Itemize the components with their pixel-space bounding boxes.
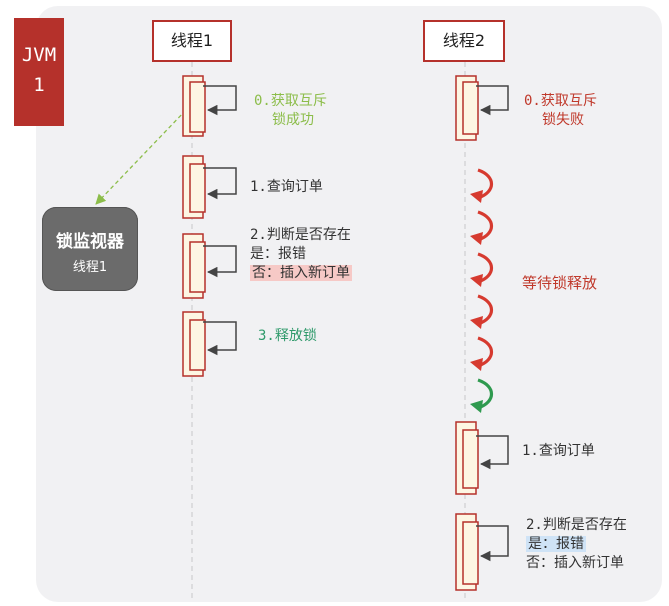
thread2-step2-line3: 否：插入新订单	[526, 555, 624, 571]
thread1-step0-label: 0.获取互斥 锁成功	[254, 92, 327, 130]
thread1-step3-label: 3.释放锁	[258, 328, 317, 344]
jvm-label-line2: 1	[33, 74, 45, 96]
thread2-step0-line1: 0.获取互斥	[524, 93, 597, 109]
thread2-step0-line2: 锁失败	[542, 112, 584, 128]
thread1-step1-label: 1.查询订单	[250, 179, 323, 195]
wait-retry-arrow-1	[470, 168, 494, 203]
wait-retry-arrow-3	[470, 252, 494, 287]
thread1-step2-label: 2.判断是否存在 是：报错 否：插入新订单	[250, 226, 352, 283]
thread1-header: 线程1	[152, 20, 232, 62]
wait-retry-arrow-5	[470, 336, 494, 371]
wait-lock-release-label: 等待锁释放	[522, 274, 598, 292]
thread1-activation-3	[182, 311, 237, 377]
thread2-activation-1	[455, 421, 509, 495]
thread1-step0-line2: 锁成功	[272, 112, 314, 128]
wait-retry-arrow-2	[470, 210, 494, 245]
wait-retry-arrow-4	[470, 294, 494, 329]
thread1-activation-2	[182, 233, 237, 299]
lock-monitor-owner: 线程1	[72, 260, 108, 275]
thread1-step2-line3-highlighted: 否：插入新订单	[250, 265, 352, 281]
thread1-step2-line2: 是：报错	[250, 246, 306, 262]
lock-monitor-box: 锁监视器 线程1	[42, 207, 138, 291]
monitor-dashed-arrow	[95, 109, 187, 205]
thread2-step2-label: 2.判断是否存在 是：报错 否：插入新订单	[526, 516, 627, 573]
thread2-activation-0	[455, 75, 509, 141]
thread2-step1-label: 1.查询订单	[522, 443, 595, 459]
thread1-activation-1	[182, 155, 237, 219]
jvm-label-box: JVM 1	[14, 18, 64, 126]
wait-success-arrow	[470, 378, 494, 413]
lock-monitor-title: 锁监视器	[56, 232, 124, 252]
jvm-panel	[36, 6, 662, 602]
thread2-step2-line2-highlighted: 是：报错	[526, 536, 586, 552]
thread1-step0-line1: 0.获取互斥	[254, 93, 327, 109]
thread2-step0-label: 0.获取互斥 锁失败	[524, 92, 597, 130]
thread1-step2-line1: 2.判断是否存在	[250, 227, 351, 243]
jvm-label-line1: JVM	[21, 44, 57, 66]
thread1-activation-0	[182, 75, 237, 137]
thread2-step2-line1: 2.判断是否存在	[526, 517, 627, 533]
thread2-header: 线程2	[423, 20, 505, 62]
thread2-activation-2	[455, 513, 509, 591]
